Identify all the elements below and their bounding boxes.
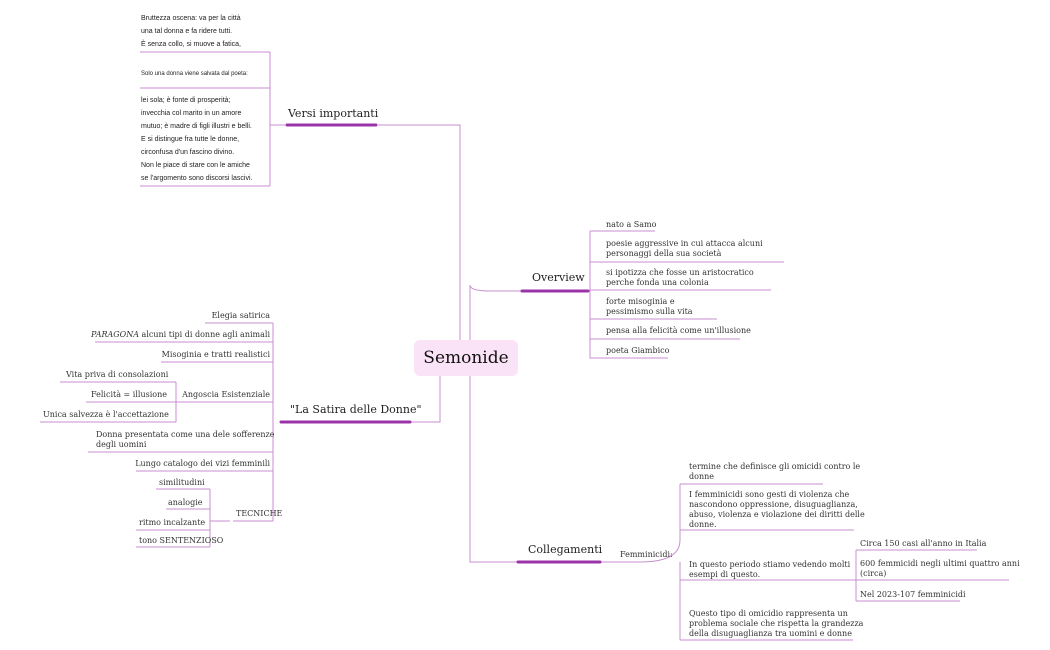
center-topic[interactable]: Semonide	[414, 340, 518, 376]
angoscia-item[interactable]: Vita priva di consolazioni	[66, 370, 169, 379]
overview-item[interactable]: pensa alla felicità come un'illusione	[606, 326, 751, 335]
satira-paragona[interactable]: PARAGONA alcuni tipi di donne agli anima…	[91, 330, 270, 339]
satira-tecniche[interactable]: TECNICHE	[236, 509, 283, 518]
branch-versi-importanti[interactable]: Versi importanti	[288, 107, 379, 120]
tecniche-item[interactable]: similitudini	[159, 478, 205, 487]
satira-donna[interactable]: Donna presentata come una dele sofferenz…	[96, 430, 275, 449]
collegamenti-femminicidi[interactable]: Femminicidi:	[620, 550, 673, 559]
versi-quote-1[interactable]: Bruttezza oscena: va per la città una ta…	[141, 15, 241, 48]
stat-item[interactable]: 600 femmicidi negli ultimi quattro anni(…	[860, 559, 1020, 578]
satira-misoginia[interactable]: Misoginia e tratti realistici	[161, 350, 270, 359]
overview-item[interactable]: poeta Giambico	[606, 346, 670, 355]
satira-elegia[interactable]: Elegia satirica	[211, 311, 270, 320]
branch-satira[interactable]: "La Satira delle Donne"	[290, 403, 422, 416]
versi-quote-2[interactable]: lei sola; è fonte di prosperità; invecch…	[141, 97, 253, 182]
stat-item[interactable]: Nel 2023-107 femminicidi	[860, 590, 966, 599]
satira-angoscia[interactable]: Angoscia Esistenziale	[182, 390, 270, 399]
overview-item[interactable]: nato a Samo	[606, 220, 657, 229]
satira-catalogo[interactable]: Lungo catalogo dei vizi femminili	[135, 459, 270, 468]
femminicidi-item[interactable]: termine che definisce gli omicidi contro…	[689, 462, 861, 481]
stat-item[interactable]: Circa 150 casi all'anno in Italia	[860, 539, 987, 548]
angoscia-item[interactable]: Felicità = illusione	[91, 390, 167, 399]
versi-label[interactable]: Solo una donna viene salvata dal poeta:	[141, 71, 248, 77]
tecniche-item[interactable]: ritmo incalzante	[139, 518, 206, 527]
tecniche-item[interactable]: tono SENTENZIOSO	[139, 536, 224, 545]
tecniche-item[interactable]: analogie	[168, 498, 203, 507]
femminicidi-item[interactable]: I femminicidi sono gesti di violenza che…	[689, 490, 865, 529]
branch-overview[interactable]: Overview	[532, 271, 585, 284]
branch-collegamenti[interactable]: Collegamenti	[528, 543, 603, 556]
angoscia-item[interactable]: Unica salvezza è l'accettazione	[43, 410, 169, 419]
